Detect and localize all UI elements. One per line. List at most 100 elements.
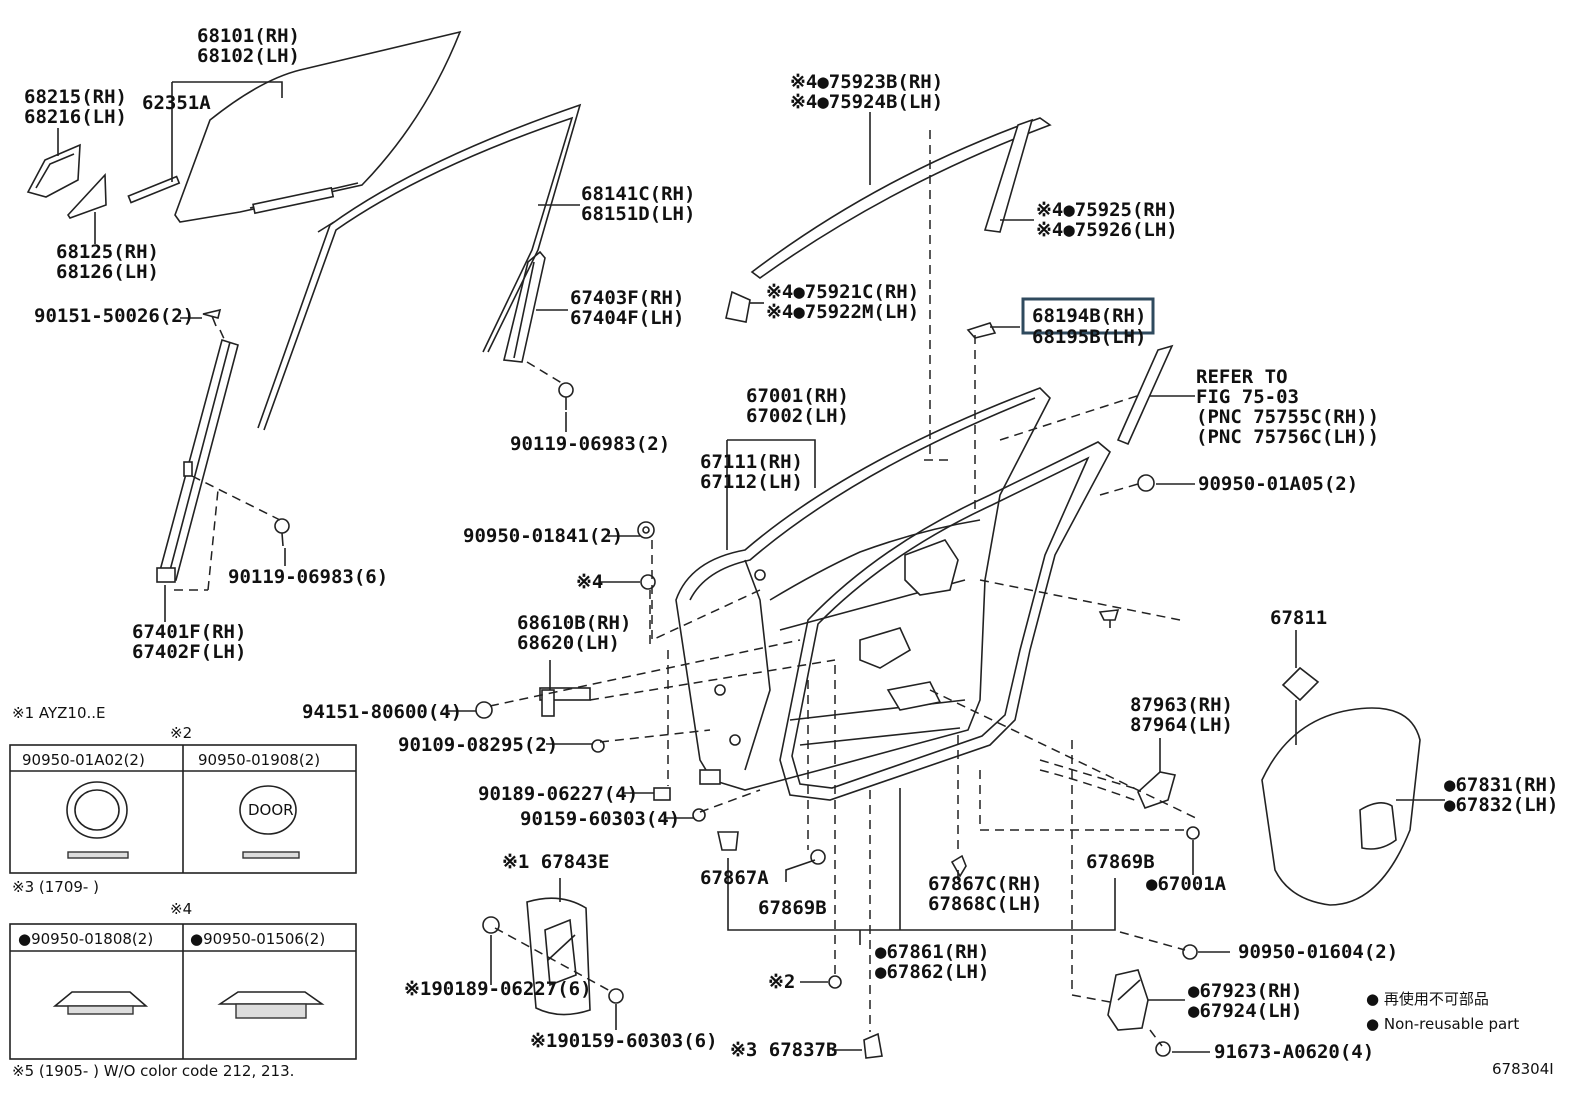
label-90950-01604: 90950-01604(2) bbox=[1238, 941, 1398, 963]
table4-col2: ●90950-01506(2) bbox=[190, 930, 325, 948]
label-68126: 68126(LH) bbox=[56, 261, 159, 283]
label-mark-2: ※2 bbox=[768, 971, 795, 993]
label-67112: 67112(LH) bbox=[700, 471, 803, 493]
garnish-75925 bbox=[983, 118, 1034, 233]
legend-japanese: ● 再使用不可部品 bbox=[1366, 990, 1489, 1008]
label-67923: ●67923(RH) bbox=[1188, 980, 1302, 1002]
rear-channel-67401F bbox=[156, 338, 239, 583]
label-refer-3: (PNC 75755C(RH)) bbox=[1196, 406, 1379, 428]
label-68151D: 68151D(LH) bbox=[581, 203, 695, 225]
plug-90950-01808 bbox=[52, 991, 149, 1015]
label-67869B-a: 67869B bbox=[758, 897, 827, 919]
door-check-68610 bbox=[539, 687, 591, 717]
speaker-67843E bbox=[526, 897, 591, 1016]
label-90119-b: 90119-06983(6) bbox=[228, 566, 388, 588]
weatherstrip-67861 bbox=[779, 441, 1112, 801]
label-90151: 90151-50026(2) bbox=[34, 305, 194, 327]
label-67832: ●67832(LH) bbox=[1444, 794, 1558, 816]
label-87963: 87963(RH) bbox=[1130, 694, 1233, 716]
label-67924: ●67924(LH) bbox=[1188, 1000, 1302, 1022]
label-67402F: 67402F(LH) bbox=[132, 641, 246, 663]
label-67843E: ※1 67843E bbox=[502, 851, 609, 873]
label-67001A: ●67001A bbox=[1146, 873, 1227, 895]
label-75921C: ※4●75921C(RH) bbox=[766, 281, 919, 303]
grommet-90950-01A02 bbox=[66, 781, 129, 859]
label-67867C: 67867C(RH) bbox=[928, 873, 1042, 895]
plug-90950-01506 bbox=[217, 991, 325, 1019]
label-68216: 68216(LH) bbox=[24, 106, 127, 128]
label-90189-a: 90189-06227(4) bbox=[478, 783, 638, 805]
part-labels: 68101(RH) 68102(LH) 68215(RH) 68216(LH) … bbox=[24, 25, 1558, 1078]
label-90950-01A05: 90950-01A05(2) bbox=[1198, 473, 1358, 495]
label-67861: ●67861(RH) bbox=[875, 941, 989, 963]
label-refer-4: (PNC 75756C(LH)) bbox=[1196, 426, 1379, 448]
label-67811: 67811 bbox=[1270, 607, 1327, 629]
label-75922M: ※4●75922M(LH) bbox=[766, 301, 919, 323]
dashed-leaders bbox=[174, 130, 1201, 1047]
label-67869B-b: 67869B bbox=[1086, 851, 1155, 873]
label-68125: 68125(RH) bbox=[56, 241, 159, 263]
garnish-75921C bbox=[725, 290, 751, 323]
label-75925: ※4●75925(RH) bbox=[1036, 199, 1178, 221]
handle-87963 bbox=[1137, 771, 1177, 809]
label-refer-2: FIG 75-03 bbox=[1196, 386, 1299, 408]
label-90109: 90109-08295(2) bbox=[398, 734, 558, 756]
figure-number: 678304I bbox=[1492, 1060, 1554, 1078]
table4-col1: ●90950-01808(2) bbox=[18, 930, 153, 948]
label-90159-b: ※190159-60303(6) bbox=[530, 1030, 718, 1052]
pad-68125 bbox=[66, 173, 107, 219]
plug-90950-01908: DOOR bbox=[239, 785, 300, 859]
seal-67811 bbox=[1281, 666, 1320, 702]
label-68101: 68101(RH) bbox=[197, 25, 300, 47]
note-1: ※1 AYZ10..E bbox=[12, 704, 106, 722]
label-67401F: 67401F(RH) bbox=[132, 621, 246, 643]
division-bar-67403F bbox=[503, 250, 546, 363]
label-91673: 91673-A0620(4) bbox=[1214, 1041, 1374, 1063]
table2-mark: ※2 bbox=[170, 724, 192, 742]
mirror-cover-68215 bbox=[26, 143, 81, 198]
legend-english: ● Non-reusable part bbox=[1366, 1015, 1519, 1033]
label-67831: ●67831(RH) bbox=[1444, 774, 1558, 796]
notes-area: ※1 AYZ10..E ※2 90950-01A02(2) 90950-0190… bbox=[9, 704, 357, 1080]
label-67111: 67111(RH) bbox=[700, 451, 803, 473]
label-90119-a: 90119-06983(2) bbox=[510, 433, 670, 455]
label-refer-1: REFER TO bbox=[1196, 366, 1288, 388]
label-67404F: 67404F(LH) bbox=[570, 307, 684, 329]
leader-lines bbox=[57, 81, 1445, 1053]
label-68102: 68102(LH) bbox=[197, 45, 300, 67]
label-94151: 94151-80600(4) bbox=[302, 701, 462, 723]
run-channel-68141C bbox=[257, 103, 582, 431]
service-cover-67831 bbox=[1261, 707, 1421, 906]
label-mark-4: ※4 bbox=[576, 571, 603, 593]
label-90950-01841: 90950-01841(2) bbox=[463, 525, 623, 547]
clip-68194B bbox=[966, 322, 997, 339]
label-68610B: 68610B(RH) bbox=[517, 612, 631, 634]
label-75923B: ※4●75923B(RH) bbox=[790, 71, 943, 93]
label-67002: 67002(LH) bbox=[746, 405, 849, 427]
table2-col2: 90950-01908(2) bbox=[198, 751, 320, 769]
label-75926: ※4●75926(LH) bbox=[1036, 219, 1178, 241]
glass-channel-62351A bbox=[127, 175, 181, 204]
label-67862: ●67862(LH) bbox=[875, 961, 989, 983]
label-67867A: 67867A bbox=[700, 867, 769, 889]
label-67837B: ※3 67837B bbox=[730, 1039, 837, 1061]
label-87964: 87964(LH) bbox=[1130, 714, 1233, 736]
label-68195B: 68195B(LH) bbox=[1032, 326, 1146, 348]
label-75924B: ※4●75924B(LH) bbox=[790, 91, 943, 113]
table4-mark: ※4 bbox=[170, 900, 192, 918]
note-3: ※3 (1709- ) bbox=[12, 878, 99, 896]
note-5: ※5 (1905- ) W/O color code 212, 213. bbox=[12, 1062, 294, 1080]
label-62351A: 62351A bbox=[142, 92, 211, 114]
garnish-75755C bbox=[1116, 344, 1174, 446]
label-68141C: 68141C(RH) bbox=[581, 183, 695, 205]
label-67001: 67001(RH) bbox=[746, 385, 849, 407]
label-90189-b: ※190189-06227(6) bbox=[404, 978, 592, 1000]
door-plug-text: DOOR bbox=[248, 801, 294, 819]
door-glass bbox=[174, 30, 462, 223]
label-90159-a: 90159-60303(4) bbox=[520, 808, 680, 830]
label-68620: 68620(LH) bbox=[517, 632, 620, 654]
table2-col1: 90950-01A02(2) bbox=[22, 751, 145, 769]
label-68215: 68215(RH) bbox=[24, 86, 127, 108]
